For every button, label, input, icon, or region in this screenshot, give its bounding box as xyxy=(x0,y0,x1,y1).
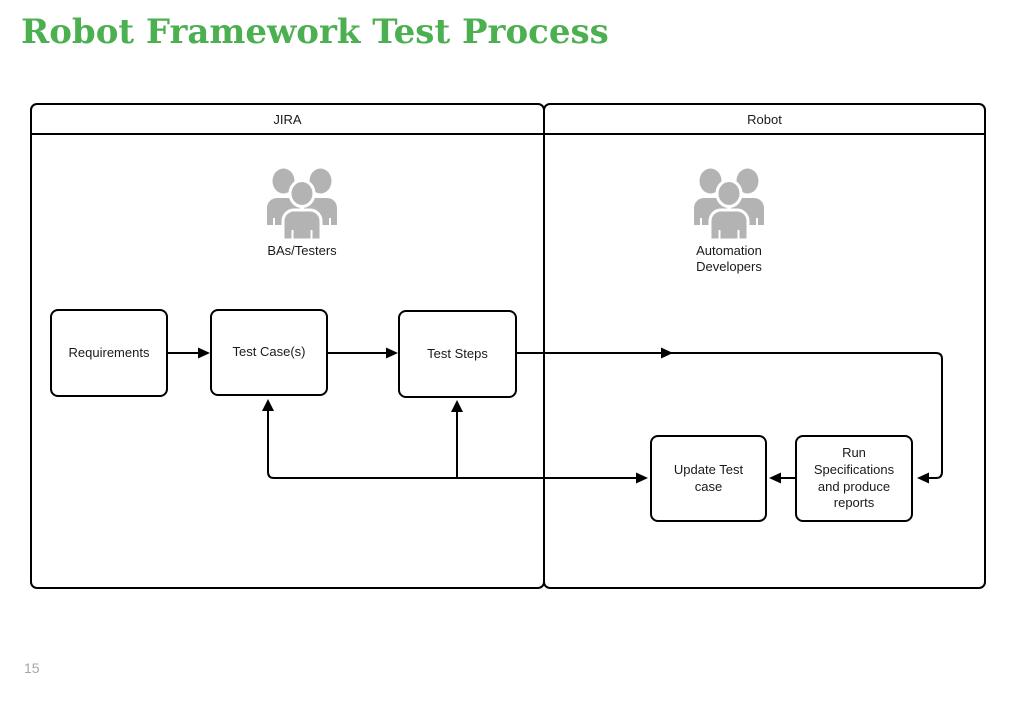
actor-automation-developers-label: Automation Developers xyxy=(696,243,762,275)
node-run-specifications-label: Run Specifications and produce reports xyxy=(813,444,895,511)
node-run-specifications: Run Specifications and produce reports xyxy=(795,435,913,522)
team-icon xyxy=(267,168,337,240)
node-test-cases-label: Test Case(s) xyxy=(232,344,306,360)
node-requirements-label: Requirements xyxy=(68,344,150,360)
node-update-test-case: Update Test case xyxy=(650,435,767,522)
actor-bas-testers-label: BAs/Testers xyxy=(267,243,337,258)
page-title: Robot Framework Test Process xyxy=(21,12,609,52)
node-test-cases: Test Case(s) xyxy=(210,309,328,396)
team-icon xyxy=(694,168,764,240)
node-test-steps: Test Steps xyxy=(398,310,517,398)
page-number: 15 xyxy=(24,660,40,676)
lane-robot-header: Robot xyxy=(545,105,984,135)
node-update-test-case-label: Update Test case xyxy=(673,461,744,494)
node-requirements: Requirements xyxy=(50,309,168,397)
lane-robot: Robot xyxy=(543,103,986,589)
lane-robot-label: Robot xyxy=(747,111,782,127)
lane-jira-header: JIRA xyxy=(32,105,543,135)
node-test-steps-label: Test Steps xyxy=(427,345,488,361)
lane-jira-label: JIRA xyxy=(273,111,302,127)
